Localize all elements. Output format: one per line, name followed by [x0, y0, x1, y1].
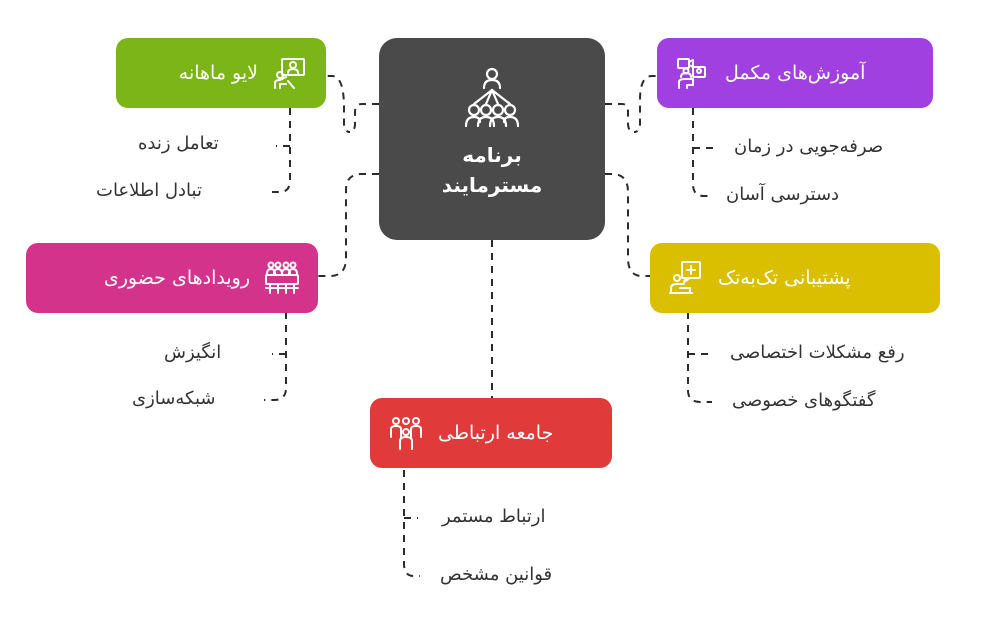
subtopic-networking[interactable]: شبکه‌سازی — [132, 388, 216, 409]
community-people-icon — [390, 417, 422, 450]
subtopic-live-interaction[interactable]: تعامل زنده — [138, 133, 219, 154]
node-one-on-one-support[interactable]: پشتیبانی تک‌به‌تک — [650, 243, 940, 313]
node-communication-community[interactable]: جامعه ارتباطی — [370, 398, 612, 468]
node-label: لایو ماهانه — [178, 62, 258, 84]
node-label: جامعه ارتباطی — [438, 422, 554, 444]
node-supplementary-training[interactable]: آموزش‌های مکمل — [657, 38, 933, 108]
node-label: رویدادهای حضوری — [103, 267, 250, 289]
node-in-person-events[interactable]: رویدادهای حضوری — [26, 243, 318, 313]
group-hierarchy-icon — [464, 67, 520, 128]
node-label: آموزش‌های مکمل — [725, 62, 866, 84]
center-title-line2: مسترمایند — [441, 173, 543, 197]
audience-seats-icon — [265, 261, 299, 294]
subtopic-time-saving[interactable]: صرفه‌جویی در زمان — [734, 136, 884, 157]
subtopic-continuous-connection[interactable]: ارتباط مستمر — [442, 506, 546, 527]
node-label: پشتیبانی تک‌به‌تک — [718, 267, 851, 289]
subtopic-motivation[interactable]: انگیزش — [164, 342, 222, 363]
subtopic-easy-access[interactable]: دسترسی آسان — [726, 184, 840, 205]
subtopic-specific-problems[interactable]: رفع مشکلات اختصاصی — [730, 342, 905, 363]
support-chat-icon — [669, 261, 701, 294]
subtopic-info-exchange[interactable]: تبادل اطلاعات — [96, 180, 202, 201]
video-learning-icon — [677, 58, 706, 89]
node-live-monthly[interactable]: لایو ماهانه — [116, 38, 326, 108]
center-title: برنامه مسترمایند — [442, 140, 542, 200]
subtopic-private-talks[interactable]: گفتگوهای خصوصی — [732, 390, 876, 411]
center-title-line1: برنامه — [462, 143, 522, 167]
subtopic-clear-rules[interactable]: قوانین مشخص — [440, 564, 553, 585]
center-topic[interactable]: برنامه مسترمایند — [379, 38, 605, 240]
video-presentation-icon — [274, 58, 305, 89]
